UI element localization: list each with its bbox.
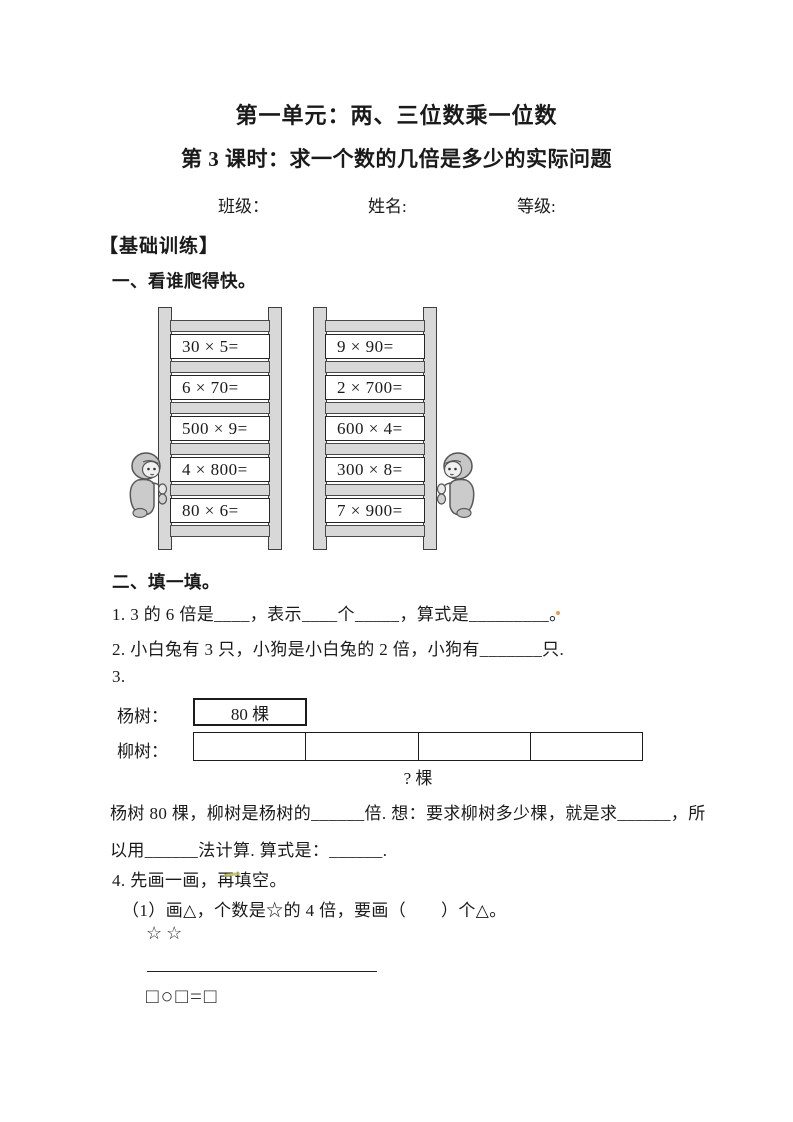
ladder-problem: 6 × 70=: [170, 375, 270, 400]
grade-label: 等级:: [517, 197, 556, 216]
ladder-problem: 2 × 700=: [325, 375, 425, 400]
ladder-problem: 30 × 5=: [170, 334, 270, 359]
name-label: 姓名:: [368, 197, 407, 216]
lesson-title: 第 3 课时：求一个数的几倍是多少的实际问题: [181, 147, 612, 171]
ladder-rung: [325, 320, 425, 332]
ladder-rung: [170, 320, 270, 332]
climber-child-icon: [436, 452, 475, 519]
ladder-problem: 9 × 90=: [325, 334, 425, 359]
willow-bar-cell: [306, 733, 419, 760]
item3-text-line2: 以用______法计算. 算式是：______.: [110, 841, 388, 860]
ladder-problem: 600 × 4=: [325, 416, 425, 441]
ladder-left: 30 × 5= 6 × 70= 500 × 9= 4 × 800= 80 × 6=: [158, 307, 282, 550]
basic-training-heading: 【基础训练】: [99, 236, 220, 257]
ladder-rung: [170, 361, 270, 373]
ladder-rung: [170, 402, 270, 414]
equation-boxes: □○□=□: [146, 984, 219, 1008]
ladder-rung: [170, 484, 270, 496]
willow-bar-cell: [419, 733, 531, 760]
ladder-rung: [170, 525, 270, 537]
answer-line: [147, 971, 377, 972]
willow-bar-cell: [194, 733, 307, 760]
ladder-steps: 9 × 90= 2 × 700= 600 × 4= 300 × 8= 7 × 900=: [325, 320, 425, 537]
ladder-problem: 7 × 900=: [325, 498, 425, 523]
ladder-rung: [325, 402, 425, 414]
willow-question-label: ? 棵: [403, 769, 433, 788]
willow-bar-cell: [531, 733, 642, 760]
fill-item-4: 4. 先画一画，再填空。: [112, 871, 287, 890]
ladder-right: 9 × 90= 2 × 700= 600 × 4= 300 × 8= 7 × 900=: [313, 307, 437, 550]
poplar-value-box: 80 棵: [193, 698, 307, 726]
ladder-problem: 4 × 800=: [170, 457, 270, 482]
poplar-label: 杨树：: [117, 707, 168, 726]
star-shapes: ☆☆: [146, 923, 187, 943]
exercise1-heading: 一、看谁爬得快。: [112, 271, 256, 291]
exercise2-heading: 二、填一填。: [112, 572, 220, 592]
item4-sub1: （1）画△，个数是☆的 4 倍，要画（ ）个△。: [122, 901, 507, 920]
ladder-problem: 500 × 9=: [170, 416, 270, 441]
ladder-steps: 30 × 5= 6 × 70= 500 × 9= 4 × 800= 80 × 6=: [170, 320, 270, 537]
ladder-problem: 300 × 8=: [325, 457, 425, 482]
ladder-rung: [325, 525, 425, 537]
fill-item-3-number: 3.: [112, 667, 126, 686]
climber-child-icon: [129, 452, 168, 519]
ladder-rail: [268, 307, 282, 550]
ladder-problem: 80 × 6=: [170, 498, 270, 523]
class-label: 班级：: [218, 197, 269, 216]
fill-item-2: 2. 小白兔有 3 只，小狗是小白兔的 2 倍，小狗有_______只.: [112, 640, 565, 659]
fill-item-1: 1. 3 的 6 倍是____，表示____个_____，算式是________…: [112, 605, 567, 624]
willow-label: 柳树：: [117, 742, 168, 761]
willow-bar: [193, 732, 643, 761]
item3-text-line1: 杨树 80 棵，柳树是杨树的______倍. 想：要求柳树多少棵，就是求____…: [110, 804, 706, 823]
ladder-rung: [325, 361, 425, 373]
unit-title: 第一单元：两、三位数乘一位数: [235, 103, 558, 128]
ladder-rung: [325, 443, 425, 455]
ladder-rung: [325, 484, 425, 496]
ladder-rung: [170, 443, 270, 455]
stray-dot: [556, 611, 560, 615]
